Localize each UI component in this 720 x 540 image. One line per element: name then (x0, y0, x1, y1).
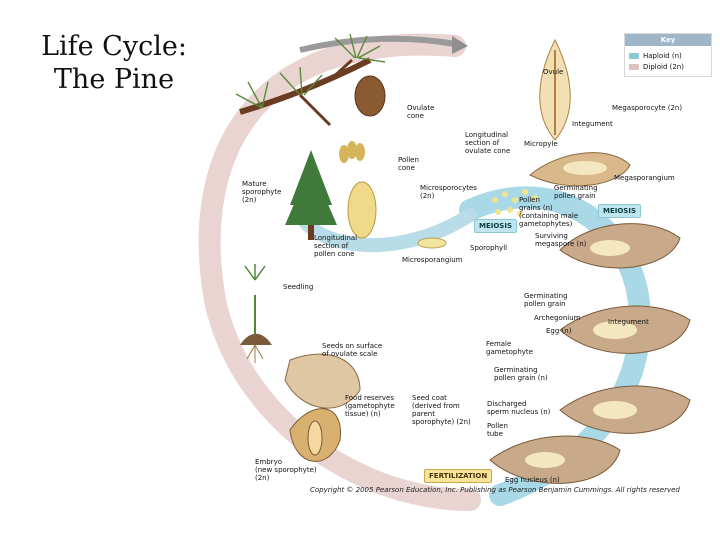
diploid-cycle-arc (198, 33, 481, 511)
fertilization-box: FERTILIZATION (424, 469, 493, 483)
meiosis-right: MEIOSIS (598, 204, 641, 218)
pollen-cone-cluster (339, 141, 365, 163)
label-longitudinal-pollen: Longitudinal section of pollen cone (314, 234, 358, 258)
label-pollen-grains: Pollen grains (n) (containing male gamet… (519, 196, 579, 228)
label-pollen-cone: Pollen cone (398, 156, 419, 172)
ovulate-cone-section (539, 38, 571, 141)
slide-title: Life Cycle: The Pine (14, 30, 214, 96)
diploid-swatch (629, 64, 639, 70)
top-gray-arrowhead (452, 36, 468, 54)
label-mature-sporophyte: Mature sporophyte (2n) (242, 180, 282, 204)
ovule-stage-5 (489, 435, 621, 484)
label-ovule: Ovule (543, 68, 564, 76)
label-food-reserves: Food reserves (gametophyte tissue) (n) (345, 394, 395, 418)
label-pollen-tube: Pollen tube (487, 422, 508, 438)
ovule-stage-3 (559, 305, 691, 354)
key-diploid-row: Diploid (2n) (629, 63, 684, 71)
label-seeds-on-surface: Seeds on surface of ovulate scale (322, 342, 383, 358)
ovule-stage-4 (559, 385, 691, 434)
pine-branch-twig (298, 58, 354, 127)
label-archegonium: Archegonium (534, 314, 581, 322)
seedling-drawing (240, 264, 272, 363)
label-discharged-sperm: Discharged sperm nucleus (n) (487, 400, 551, 416)
microsporangium-drawing (417, 237, 447, 249)
embryo-drawing (307, 420, 323, 456)
label-embryo: Embryo (new sporophyte) (2n) (255, 458, 317, 482)
key-diploid-label: Diploid (2n) (643, 63, 684, 71)
label-integument-right: Integument (608, 318, 649, 326)
mature-sporophyte-tree (285, 150, 337, 240)
label-ovulate-cone: Ovulate cone (407, 104, 435, 120)
key-heading: Key (625, 34, 711, 46)
key-haploid-row: Haploid (n) (629, 52, 682, 60)
key-haploid-label: Haploid (n) (643, 52, 682, 60)
ovulate-scale-with-seeds (284, 353, 361, 409)
label-egg-nucleus: Egg nucleus (n) (505, 476, 560, 484)
label-germinating-pollen-mid: Germinating pollen grain (524, 292, 568, 308)
label-seed-coat: Seed coat (derived from parent sporophyt… (412, 394, 471, 426)
copyright-notice: Copyright © 2005 Pearson Education, Inc.… (310, 486, 680, 494)
pollen-cone-section (347, 181, 377, 239)
pollen-grains-drawing (492, 189, 538, 217)
label-seedling: Seedling (283, 283, 314, 291)
label-microsporangium: Microsporangium (402, 256, 463, 264)
label-micropyle: Micropyle (524, 140, 558, 148)
label-germinating-pollen-low: Germinating pollen grain (n) (494, 366, 548, 382)
label-egg: Egg (n) (546, 327, 572, 335)
legend-key: Key Haploid (n) Diploid (2n) (624, 33, 712, 77)
title-line-1: Life Cycle: (41, 31, 187, 62)
ovule-stage-2 (559, 223, 681, 269)
ovule-stage-1 (529, 152, 631, 187)
top-gray-arrow (299, 35, 456, 53)
label-female-gametophyte: Female gametophyte (486, 340, 533, 356)
pine-needles (235, 33, 386, 109)
label-sporophyll: Sporophyll (470, 244, 508, 252)
label-megasporocyte: Megasporocyte (2n) (612, 104, 683, 112)
label-surviving-megaspore: Surviving megaspore (n) (535, 232, 587, 248)
title-line-2: The Pine (53, 64, 175, 95)
label-germinating-pollen-top: Germinating pollen grain (554, 184, 598, 200)
label-microsporocytes: Microsporocytes (2n) (420, 184, 477, 200)
ovulate-cone-drawing (354, 75, 386, 117)
haploid-swatch (629, 53, 639, 59)
meiosis-left: MEIOSIS (474, 219, 517, 233)
label-longitudinal-ovulate: Longitudinal section of ovulate cone (465, 131, 511, 155)
label-megasporangium: Megasporangium (614, 174, 675, 182)
label-integument-top: Integument (572, 120, 613, 128)
